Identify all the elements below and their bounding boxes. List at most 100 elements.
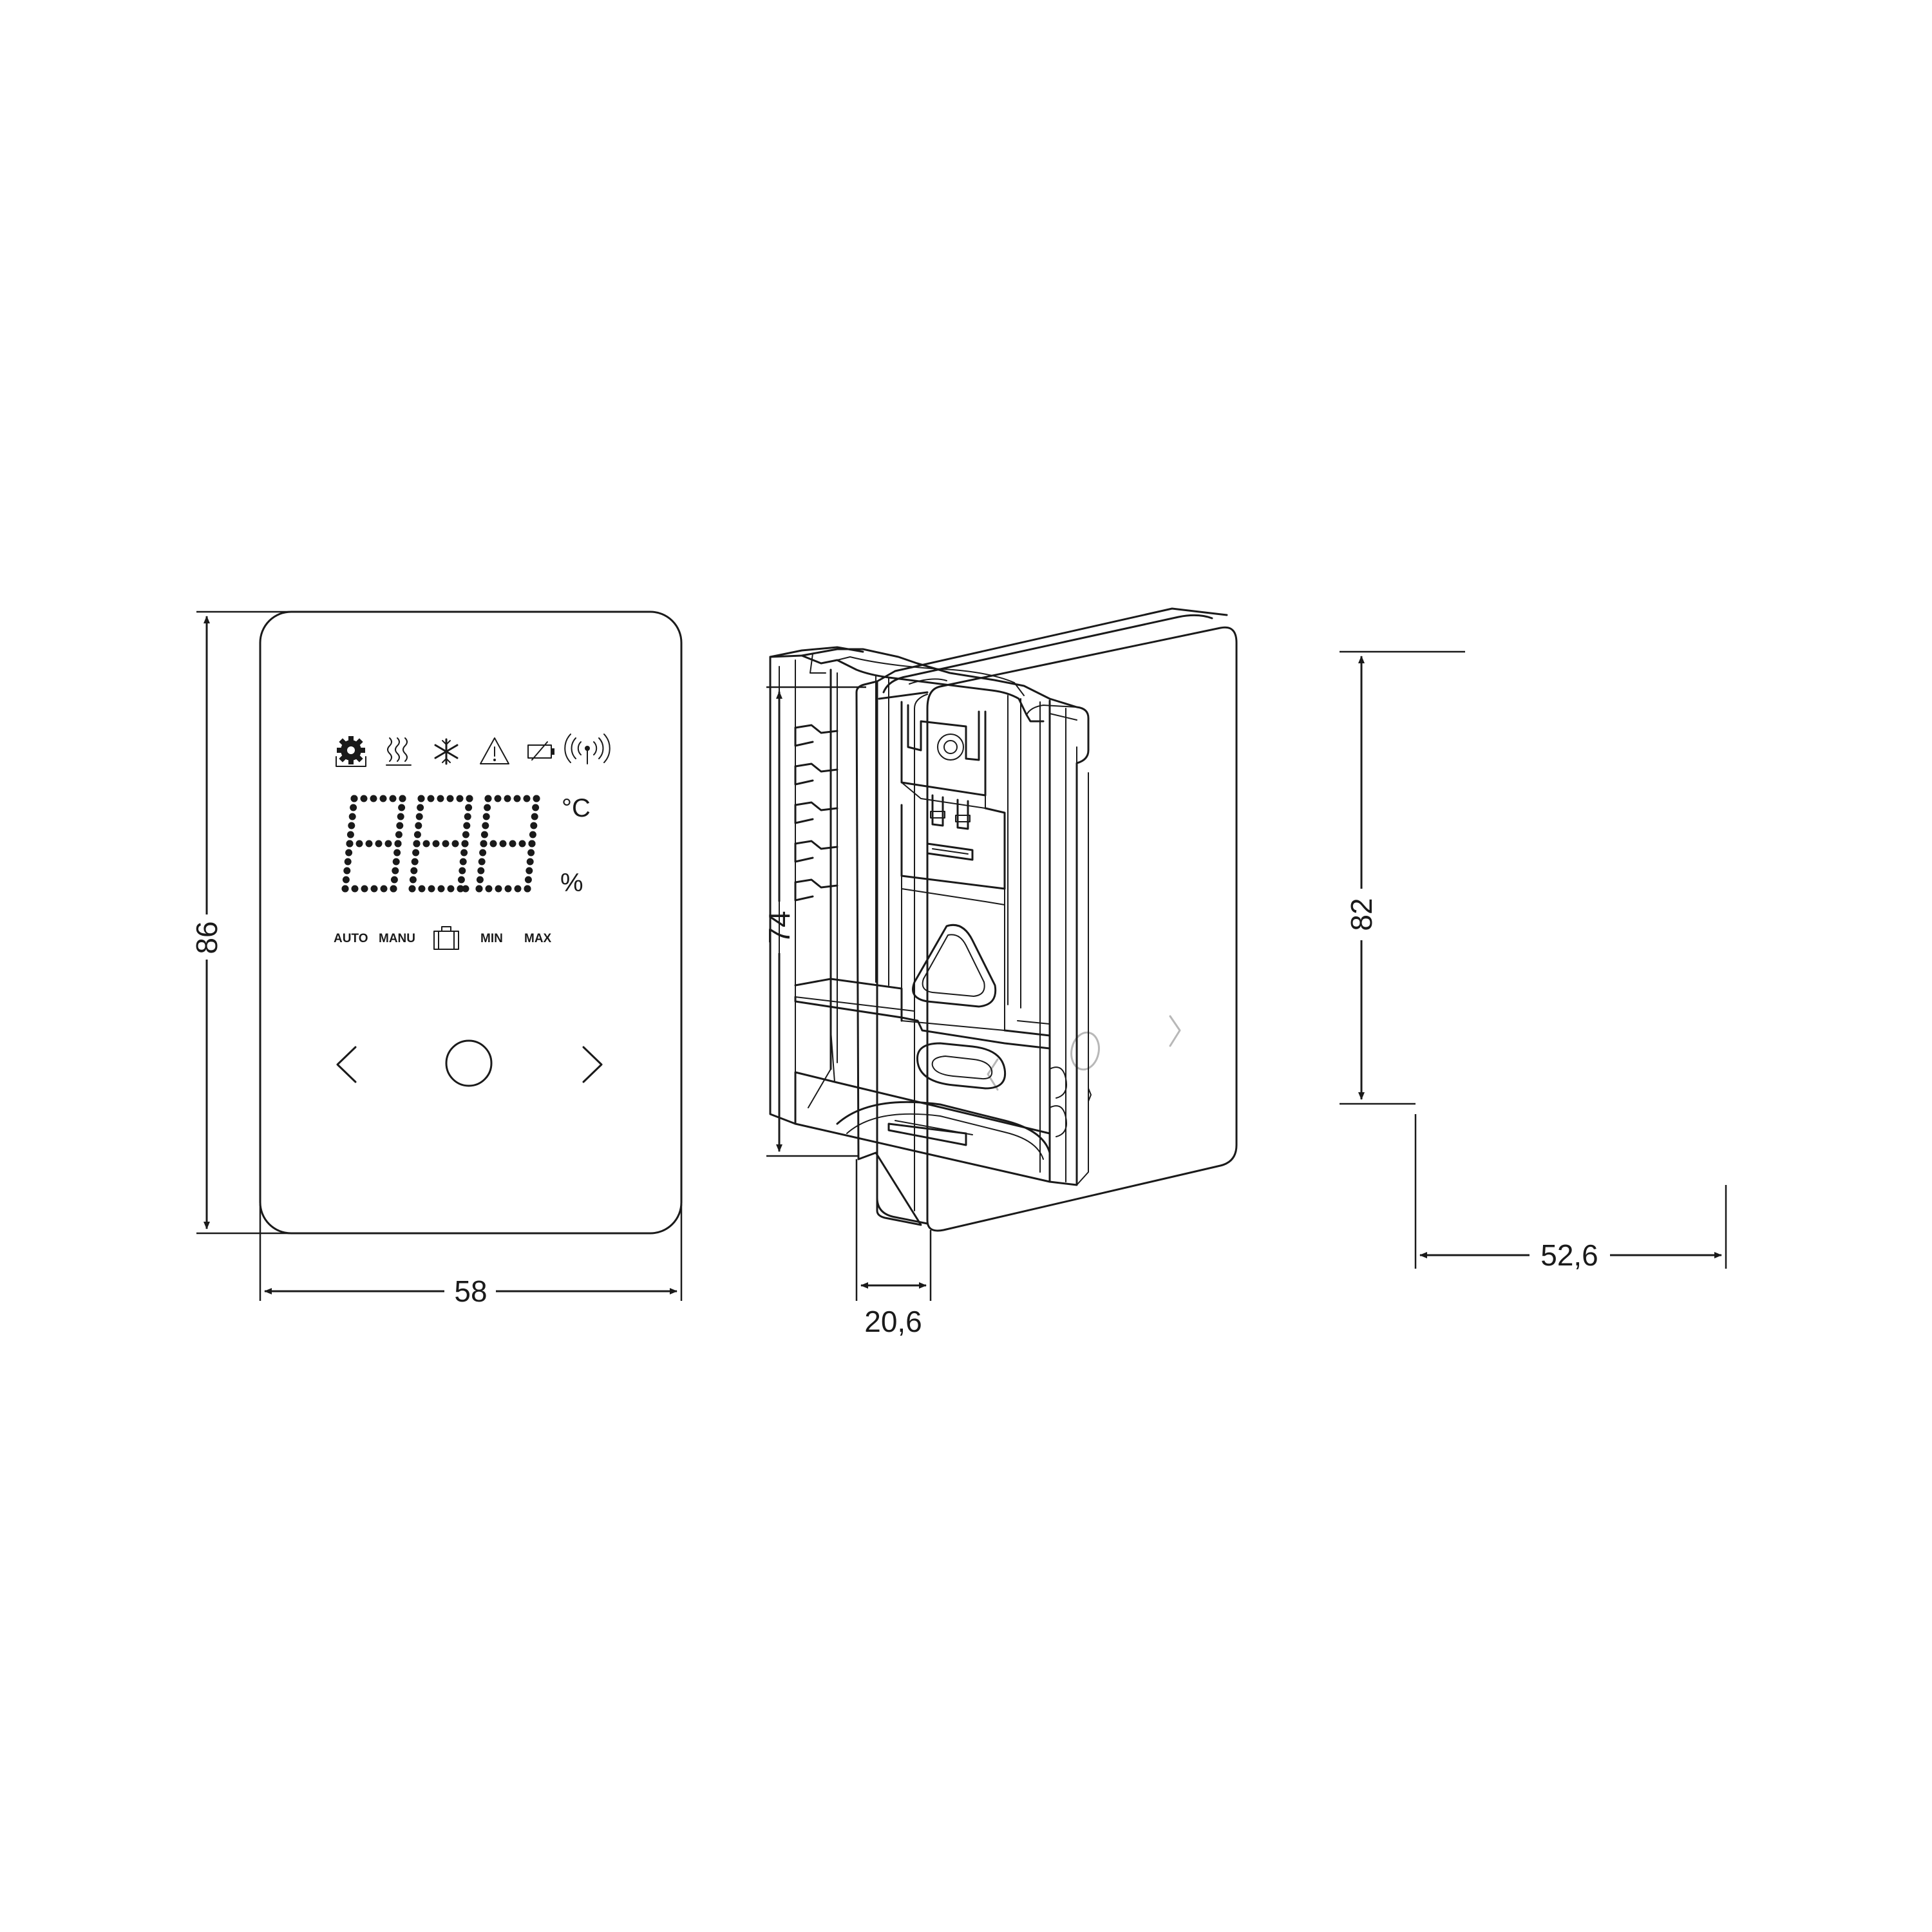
- segment-dot: [524, 876, 532, 884]
- dim-front-width: 58: [454, 1274, 487, 1308]
- segment-dot: [351, 885, 359, 893]
- unit-percent: %: [560, 869, 583, 897]
- segment-dot: [370, 885, 378, 893]
- battery-low-icon: [527, 741, 554, 761]
- segment-dot: [532, 804, 540, 811]
- segment-dot: [350, 804, 357, 811]
- segment-dot: [484, 804, 491, 811]
- snowflake-icon: [434, 738, 459, 765]
- segment-dot: [518, 840, 526, 848]
- segment-dot: [526, 867, 533, 875]
- segment-dot: [484, 795, 492, 802]
- power-ring-icon[interactable]: [445, 1039, 493, 1087]
- segment-dot: [528, 840, 536, 848]
- segment-dot: [422, 840, 430, 848]
- segment-dot: [392, 867, 399, 875]
- power-ring-icon[interactable]: [1068, 1030, 1102, 1072]
- warning-icon: [480, 737, 509, 764]
- segment-dot: [451, 840, 459, 848]
- segment-dot: [523, 795, 531, 802]
- segment-dot: [411, 858, 419, 866]
- dim-back-width: 52,6: [1540, 1238, 1598, 1272]
- segment-dot: [527, 849, 535, 857]
- digit: [341, 795, 406, 893]
- segment-dot: [457, 885, 464, 893]
- segment-dot: [513, 795, 521, 802]
- segment-dot: [418, 885, 426, 893]
- segment-dot: [396, 822, 404, 829]
- chevron-right-icon[interactable]: [582, 1046, 603, 1083]
- segment-dot: [447, 885, 455, 893]
- segment-dot: [479, 849, 487, 857]
- chevron-left-icon[interactable]: [987, 1058, 999, 1091]
- segment-dot: [399, 795, 406, 802]
- heating-icon: [386, 737, 412, 766]
- segment-dot: [504, 795, 511, 802]
- segment-dot: [533, 795, 540, 802]
- dim-side-depth: 20,6: [864, 1305, 922, 1338]
- segment-dot: [361, 885, 368, 893]
- segment-dot: [413, 840, 421, 848]
- segment-dot: [480, 840, 488, 848]
- segment-dot: [478, 858, 486, 866]
- segment-dot: [459, 867, 466, 875]
- segment-dot: [437, 795, 444, 802]
- segment-dot: [415, 813, 423, 820]
- segment-dot: [380, 885, 388, 893]
- wireless-signal-icon: [564, 734, 611, 764]
- segment-dot: [457, 876, 465, 884]
- segment-dot: [463, 822, 471, 829]
- dim-back-height: 82: [1345, 898, 1378, 931]
- chevron-right-icon[interactable]: [1169, 1015, 1181, 1047]
- segment-dot: [529, 831, 536, 838]
- segment-dot: [531, 813, 538, 820]
- segment-dot: [459, 858, 467, 866]
- segment-dot: [389, 795, 397, 802]
- gear-icon: [336, 736, 366, 767]
- segment-dot: [489, 840, 497, 848]
- segment-dot: [464, 813, 471, 820]
- segment-dot: [390, 876, 398, 884]
- segment-dot: [524, 885, 531, 893]
- front-housing: [259, 611, 683, 1235]
- segment-dot: [346, 831, 354, 838]
- segment-dot: [360, 795, 368, 802]
- segment-dot: [499, 840, 507, 848]
- segment-dot: [466, 795, 473, 802]
- segment-dot: [346, 840, 354, 848]
- lower-slot: [916, 1042, 1007, 1090]
- segment-dot: [355, 840, 363, 848]
- segment-dot: [348, 813, 356, 820]
- side-view: 74 20,6: [762, 607, 1238, 1338]
- mode-max: MAX: [524, 932, 552, 945]
- segment-dot: [526, 858, 534, 866]
- segment-dot: [397, 813, 404, 820]
- dim-front-height: 86: [190, 921, 223, 954]
- side-front-face: [926, 626, 1238, 1232]
- segment-dot: [410, 867, 418, 875]
- segment-dot: [384, 840, 392, 848]
- unit-celsius: °C: [562, 794, 591, 822]
- segment-dot: [446, 795, 454, 802]
- segment-dot: [379, 795, 387, 802]
- segment-dot: [428, 885, 435, 893]
- digit: [475, 795, 540, 893]
- segment-dot: [482, 822, 489, 829]
- decimal-dot: [462, 885, 469, 893]
- segment-dot: [465, 804, 473, 811]
- mounting-ribs: [794, 724, 838, 902]
- segment-dot: [417, 804, 424, 811]
- segment-dot: [345, 849, 353, 857]
- segment-dot: [475, 885, 483, 893]
- segment-dot: [530, 822, 538, 829]
- segment-dot: [350, 795, 358, 802]
- segment-dot: [461, 840, 469, 848]
- segment-dot: [485, 885, 493, 893]
- segment-dot: [370, 795, 377, 802]
- segment-dot: [432, 840, 440, 848]
- segment-dot: [365, 840, 373, 848]
- chevron-left-icon[interactable]: [336, 1046, 357, 1083]
- segment-dot: [409, 876, 417, 884]
- segment-dot: [343, 867, 351, 875]
